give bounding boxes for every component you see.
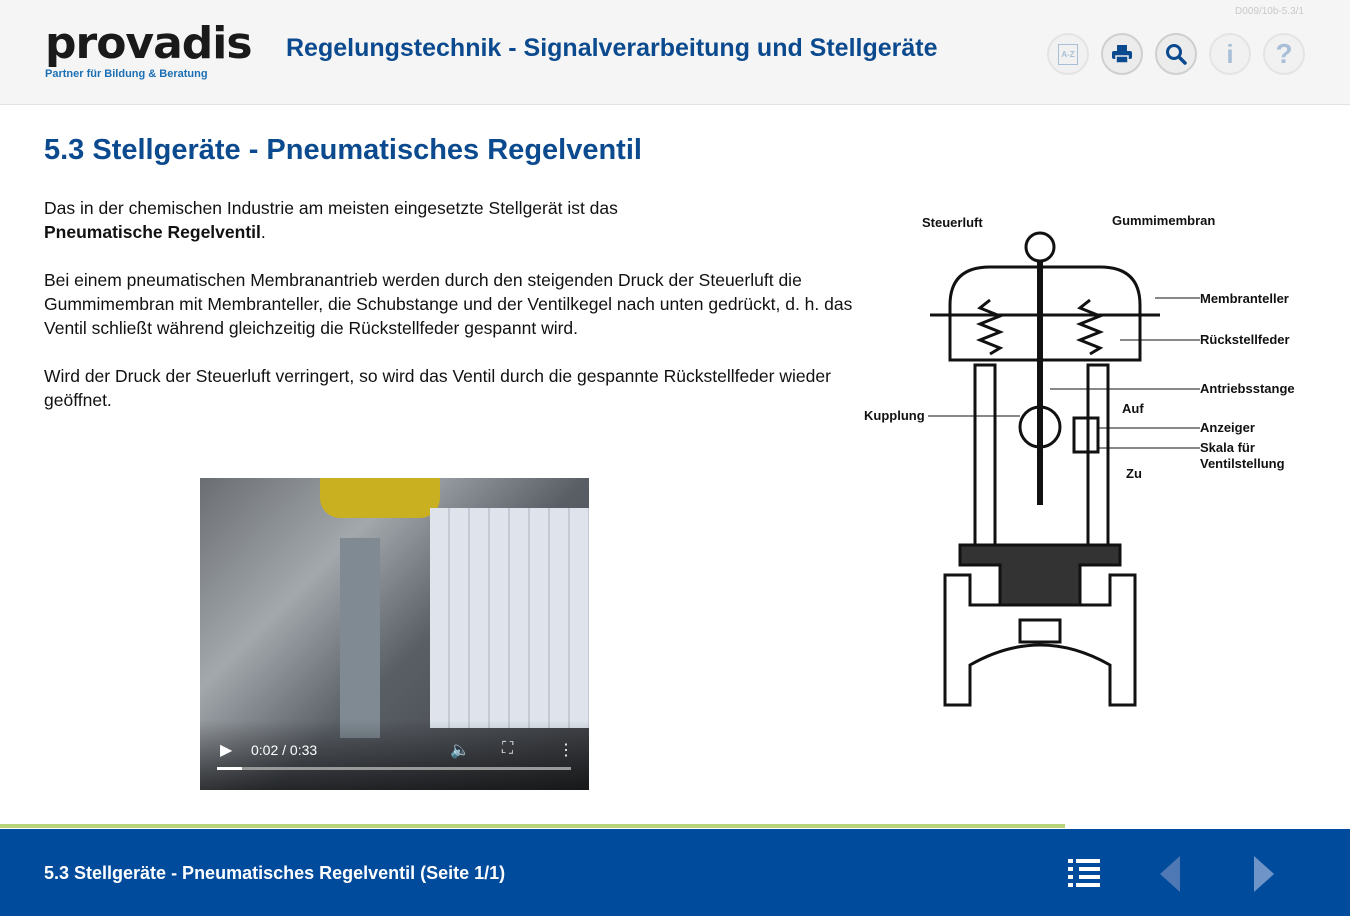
- search-icon: [1166, 44, 1187, 65]
- video-progress-fill: [217, 767, 242, 770]
- app-title: Regelungstechnik - Signalverarbeitung un…: [286, 34, 938, 62]
- leader-lines: [928, 297, 1200, 449]
- label-auf: Auf: [1122, 401, 1144, 416]
- page-heading: 5.3 Stellgeräte - Pneumatisches Regelven…: [44, 134, 642, 166]
- provadis-logo: provadis Partner für Bildung & Beratung: [45, 18, 253, 81]
- video-frame-wall: [430, 508, 589, 728]
- footer: 5.3 Stellgeräte - Pneumatisches Regelven…: [0, 829, 1350, 918]
- video-controls: ▶ 0:02 / 0:33 🔈 ⛶ ⋮: [200, 720, 589, 790]
- paragraph-2: Bei einem pneumatischen Membranantrieb w…: [44, 270, 853, 338]
- valve-drawing: [930, 231, 1160, 707]
- print-button[interactable]: [1101, 33, 1143, 75]
- paragraph-3: Wird der Druck der Steuerluft verringert…: [44, 366, 831, 410]
- p1-end: .: [260, 222, 266, 242]
- p1-text: Das in der chemischen Industrie am meist…: [44, 198, 618, 218]
- info-button[interactable]: i: [1209, 33, 1251, 75]
- label-steuerluft: Steuerluft: [922, 215, 983, 230]
- footer-page-title: 5.3 Stellgeräte - Pneumatisches Regelven…: [44, 863, 506, 883]
- header: provadis Partner für Bildung & Beratung …: [0, 0, 1350, 105]
- previous-page-icon[interactable]: [1160, 856, 1182, 892]
- label-kupplung: Kupplung: [864, 408, 925, 423]
- progress-accent-line: [0, 824, 1065, 828]
- label-anzeiger: Anzeiger: [1200, 420, 1255, 435]
- glossary-az-icon: A-Z: [1058, 43, 1078, 65]
- video-time: 0:02 / 0:33: [251, 742, 318, 758]
- info-icon: i: [1226, 38, 1234, 69]
- label-zu: Zu: [1126, 466, 1142, 481]
- video-frame-actuator: [320, 478, 440, 518]
- valve-diagram: Steuerluft Gummimembran Membranteller Rü…: [864, 213, 1295, 707]
- print-icon: [1112, 45, 1132, 64]
- next-page-icon[interactable]: [1252, 856, 1274, 892]
- body-text: Das in der chemischen Industrie am meist…: [44, 196, 854, 436]
- label-rueckstellfeder: Rückstellfeder: [1200, 332, 1290, 347]
- more-options-icon[interactable]: ⋮: [558, 742, 574, 759]
- play-icon[interactable]: ▶: [220, 742, 233, 759]
- logo-text: provadis: [45, 18, 253, 69]
- help-button[interactable]: ?: [1263, 33, 1305, 75]
- label-skala: Skala für: [1200, 440, 1255, 455]
- search-button[interactable]: [1155, 33, 1197, 75]
- logo-tagline: Partner für Bildung & Beratung: [45, 68, 208, 80]
- document-id: D009/10b-5.3/1: [1235, 6, 1304, 17]
- video-progress-bar[interactable]: [217, 767, 571, 770]
- label-membranteller: Membranteller: [1200, 291, 1289, 306]
- video-frame-pipe: [340, 538, 380, 738]
- help-icon: ?: [1275, 38, 1293, 69]
- volume-icon[interactable]: 🔈: [450, 742, 470, 759]
- fullscreen-icon[interactable]: ⛶: [502, 740, 514, 757]
- label-antriebsstange: Antriebsstange: [1200, 381, 1295, 396]
- label-gummimembran: Gummimembran: [1112, 213, 1215, 228]
- p1-bold: Pneumatische Regelventil: [44, 222, 261, 242]
- paragraph-1: Das in der chemischen Industrie am meist…: [44, 196, 854, 244]
- table-of-contents-icon[interactable]: [1068, 857, 1102, 891]
- label-ventilstellung: Ventilstellung: [1200, 456, 1285, 471]
- glossary-button[interactable]: A-Z: [1047, 33, 1089, 75]
- video-player[interactable]: ▶ 0:02 / 0:33 🔈 ⛶ ⋮: [200, 478, 589, 790]
